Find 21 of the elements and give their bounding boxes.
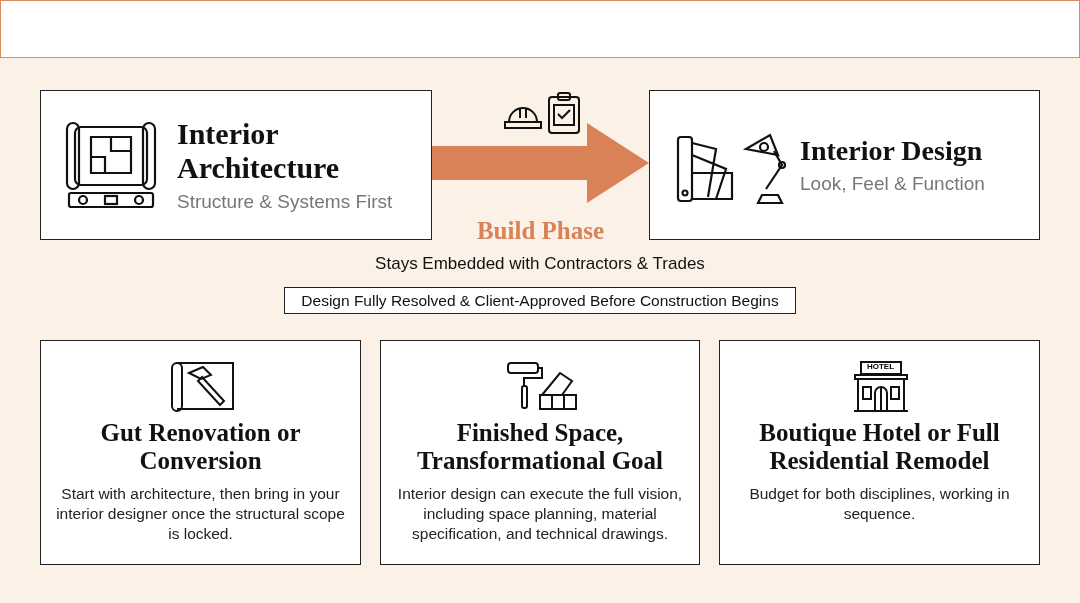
card-title: Boutique Hotel or Full Residential Remodel bbox=[758, 419, 1001, 474]
card bbox=[380, 340, 700, 565]
card-subtitle: Structure & Systems First bbox=[177, 190, 394, 213]
card-description: Interior design can execute the full vision, including space planning, material specification, and technical drawings. bbox=[396, 484, 684, 545]
note-text: Design Fully Resolved & Client-Approved Before Construction Begins bbox=[300, 292, 780, 310]
edge-label: Build Phase bbox=[475, 217, 606, 245]
block-arrow bbox=[432, 123, 649, 203]
card-title: Interior Design bbox=[800, 135, 984, 167]
card bbox=[649, 90, 1040, 240]
card bbox=[719, 340, 1040, 565]
card bbox=[40, 340, 361, 565]
card bbox=[40, 90, 432, 240]
card-subtitle: Look, Feel & Function bbox=[800, 172, 986, 195]
card-title: Finished Space, Transformational Goal bbox=[415, 419, 665, 474]
sign-text: HOTEL bbox=[865, 361, 896, 372]
card-title: Interior Architecture bbox=[177, 117, 341, 185]
caption-text: Stays Embedded with Contractors & Trades bbox=[374, 254, 706, 274]
card-title: Gut Renovation or Conversion bbox=[99, 419, 302, 474]
note-box bbox=[284, 287, 796, 314]
card-description: Budget for both disciplines, working in sequence. bbox=[748, 484, 1011, 525]
card-description: Start with architecture, then bring in your interior designer once the structural scope is locked. bbox=[55, 484, 346, 545]
